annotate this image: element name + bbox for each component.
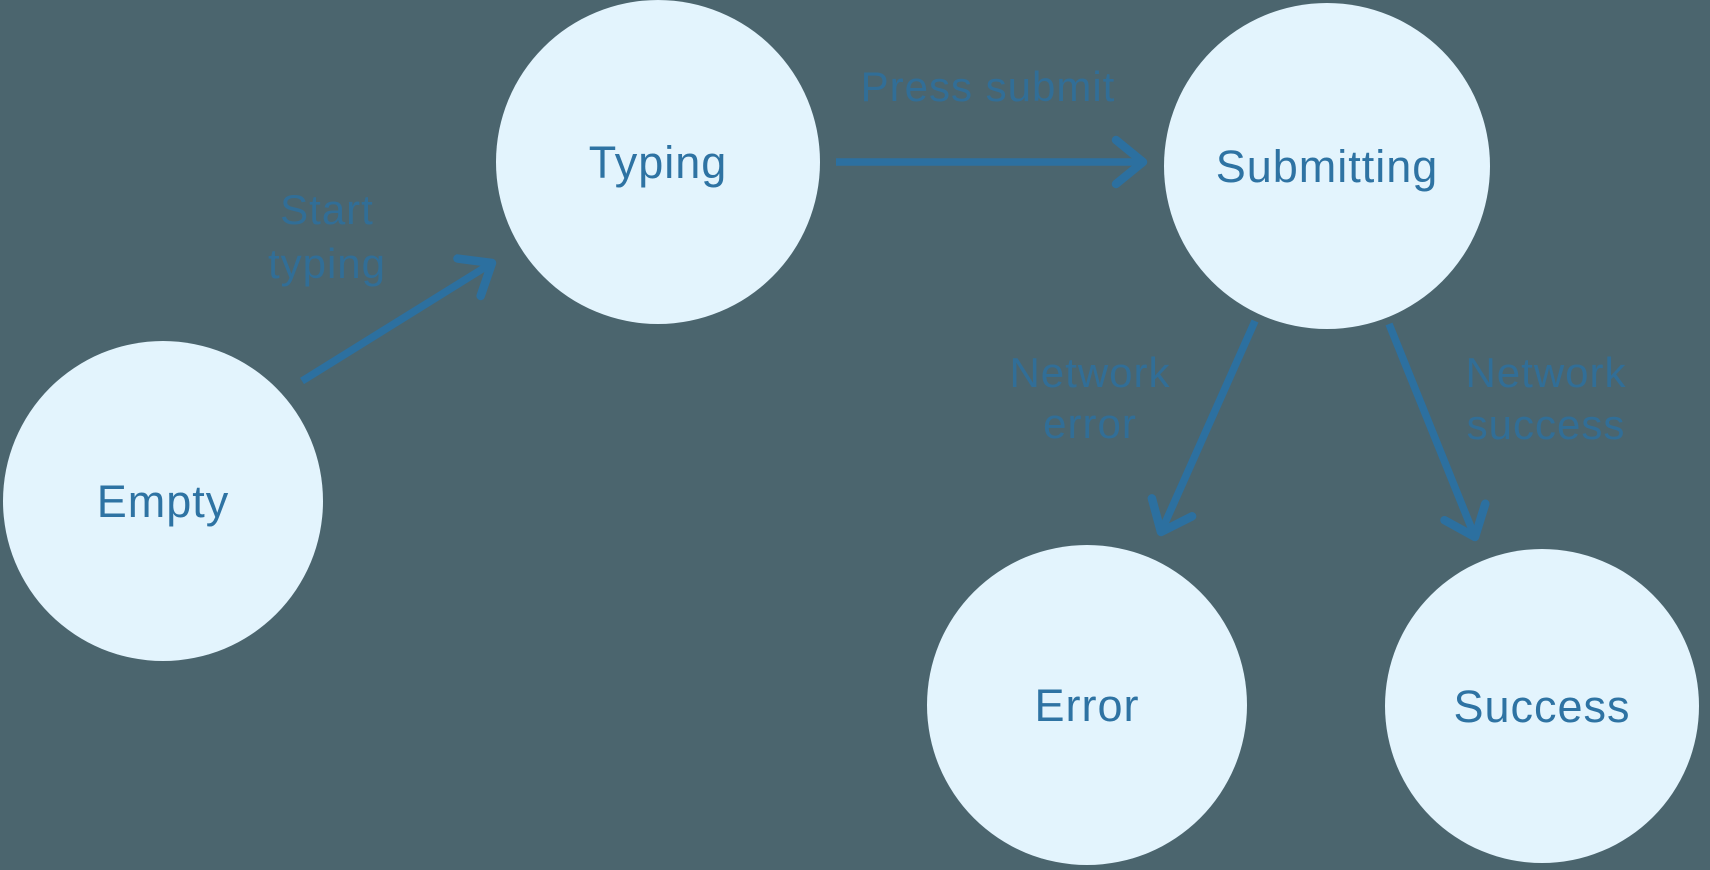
edge-label-network-success-line1: Network xyxy=(1465,349,1626,396)
state-node-empty: Empty xyxy=(3,341,323,661)
edge-label-start-typing-line1: Start xyxy=(280,186,374,233)
state-node-error: Error xyxy=(927,545,1247,865)
state-node-typing: Typing xyxy=(496,0,820,324)
edge-network-success: Network success xyxy=(1385,322,1626,542)
edge-start-typing: Start typing xyxy=(268,186,497,385)
edge-arrow-network-error xyxy=(1147,319,1259,537)
edge-label-network-success-line2: success xyxy=(1467,401,1626,448)
state-circle-submitting xyxy=(1164,3,1490,329)
edge-label-press-submit: Press submit xyxy=(861,63,1116,110)
edge-press-submit: Press submit xyxy=(836,63,1148,189)
edge-arrow-start-typing xyxy=(300,254,497,385)
edge-label-network-error-line2: error xyxy=(1043,400,1137,447)
state-circle-success xyxy=(1385,549,1699,863)
state-circle-typing xyxy=(496,0,820,324)
edge-label-network-error-line1: Network xyxy=(1009,349,1170,396)
state-circle-empty xyxy=(3,341,323,661)
edge-label-start-typing-line2: typing xyxy=(268,240,386,287)
state-node-submitting: Submitting xyxy=(1164,3,1490,329)
state-label-success: Success xyxy=(1453,681,1630,732)
state-circle-error xyxy=(927,545,1247,865)
state-node-success: Success xyxy=(1385,549,1699,863)
edge-arrow-network-success xyxy=(1385,322,1490,542)
state-label-typing: Typing xyxy=(589,137,728,188)
edge-network-error: Network error xyxy=(1009,319,1259,537)
state-label-submitting: Submitting xyxy=(1216,141,1439,192)
state-label-empty: Empty xyxy=(97,476,230,527)
state-label-error: Error xyxy=(1035,680,1140,731)
